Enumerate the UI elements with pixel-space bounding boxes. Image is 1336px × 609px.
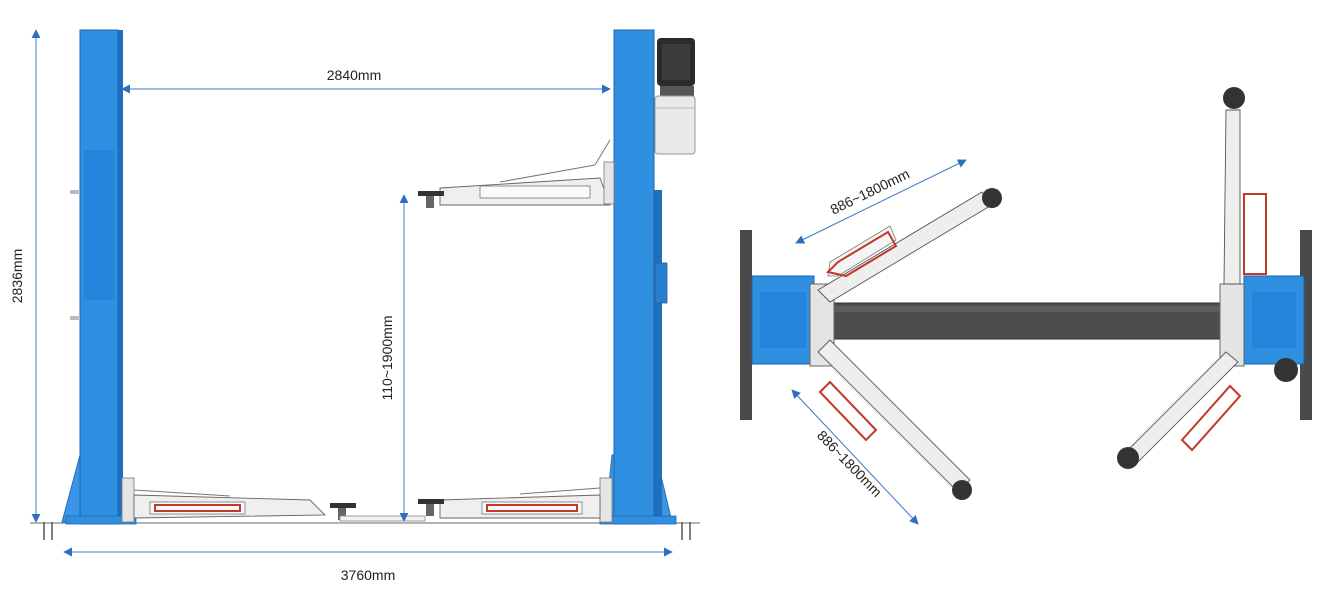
arm-reach-upper-label: 886~1800mm <box>828 165 912 217</box>
lowered-arm-left <box>121 477 356 523</box>
right-carriage <box>1219 283 1245 367</box>
lift-pad-icon <box>952 480 972 500</box>
upper-arm-dimension-line <box>795 159 967 244</box>
anchor-bolts <box>43 522 691 540</box>
floor-plate <box>339 515 426 522</box>
column-spacing-label: 2840mm <box>327 67 381 83</box>
overall-height-label: 2836mm <box>9 249 25 303</box>
left-end-plate <box>740 230 752 420</box>
raised-arm <box>418 139 615 208</box>
top-view: 886~1800mm 886~1800mm <box>740 87 1312 525</box>
lift-pad-icon <box>330 503 356 520</box>
right-column <box>599 29 677 525</box>
lift-pad-icon <box>1223 87 1245 109</box>
front-view: 2836mm 2840mm 110~1900mm 3760mm <box>9 29 700 583</box>
lowered-arm-right <box>418 477 613 523</box>
lift-height-range-label: 110~1900mm <box>379 316 395 401</box>
lift-pad-icon <box>1117 447 1139 469</box>
right-lower-arm <box>1117 351 1242 469</box>
lift-pad-icon <box>982 188 1002 208</box>
motor-icon <box>1274 358 1298 382</box>
left-lower-arm <box>817 339 972 500</box>
right-upper-arm <box>1223 87 1267 285</box>
lower-arm-dimension-line <box>791 389 919 525</box>
overall-width-label: 3760mm <box>341 567 395 583</box>
left-column <box>61 29 137 525</box>
lift-pad-icon <box>418 191 444 208</box>
arm-reach-lower-label: 886~1800mm <box>814 427 885 500</box>
motor-icon <box>654 38 696 155</box>
lift-pad-icon <box>418 499 444 516</box>
